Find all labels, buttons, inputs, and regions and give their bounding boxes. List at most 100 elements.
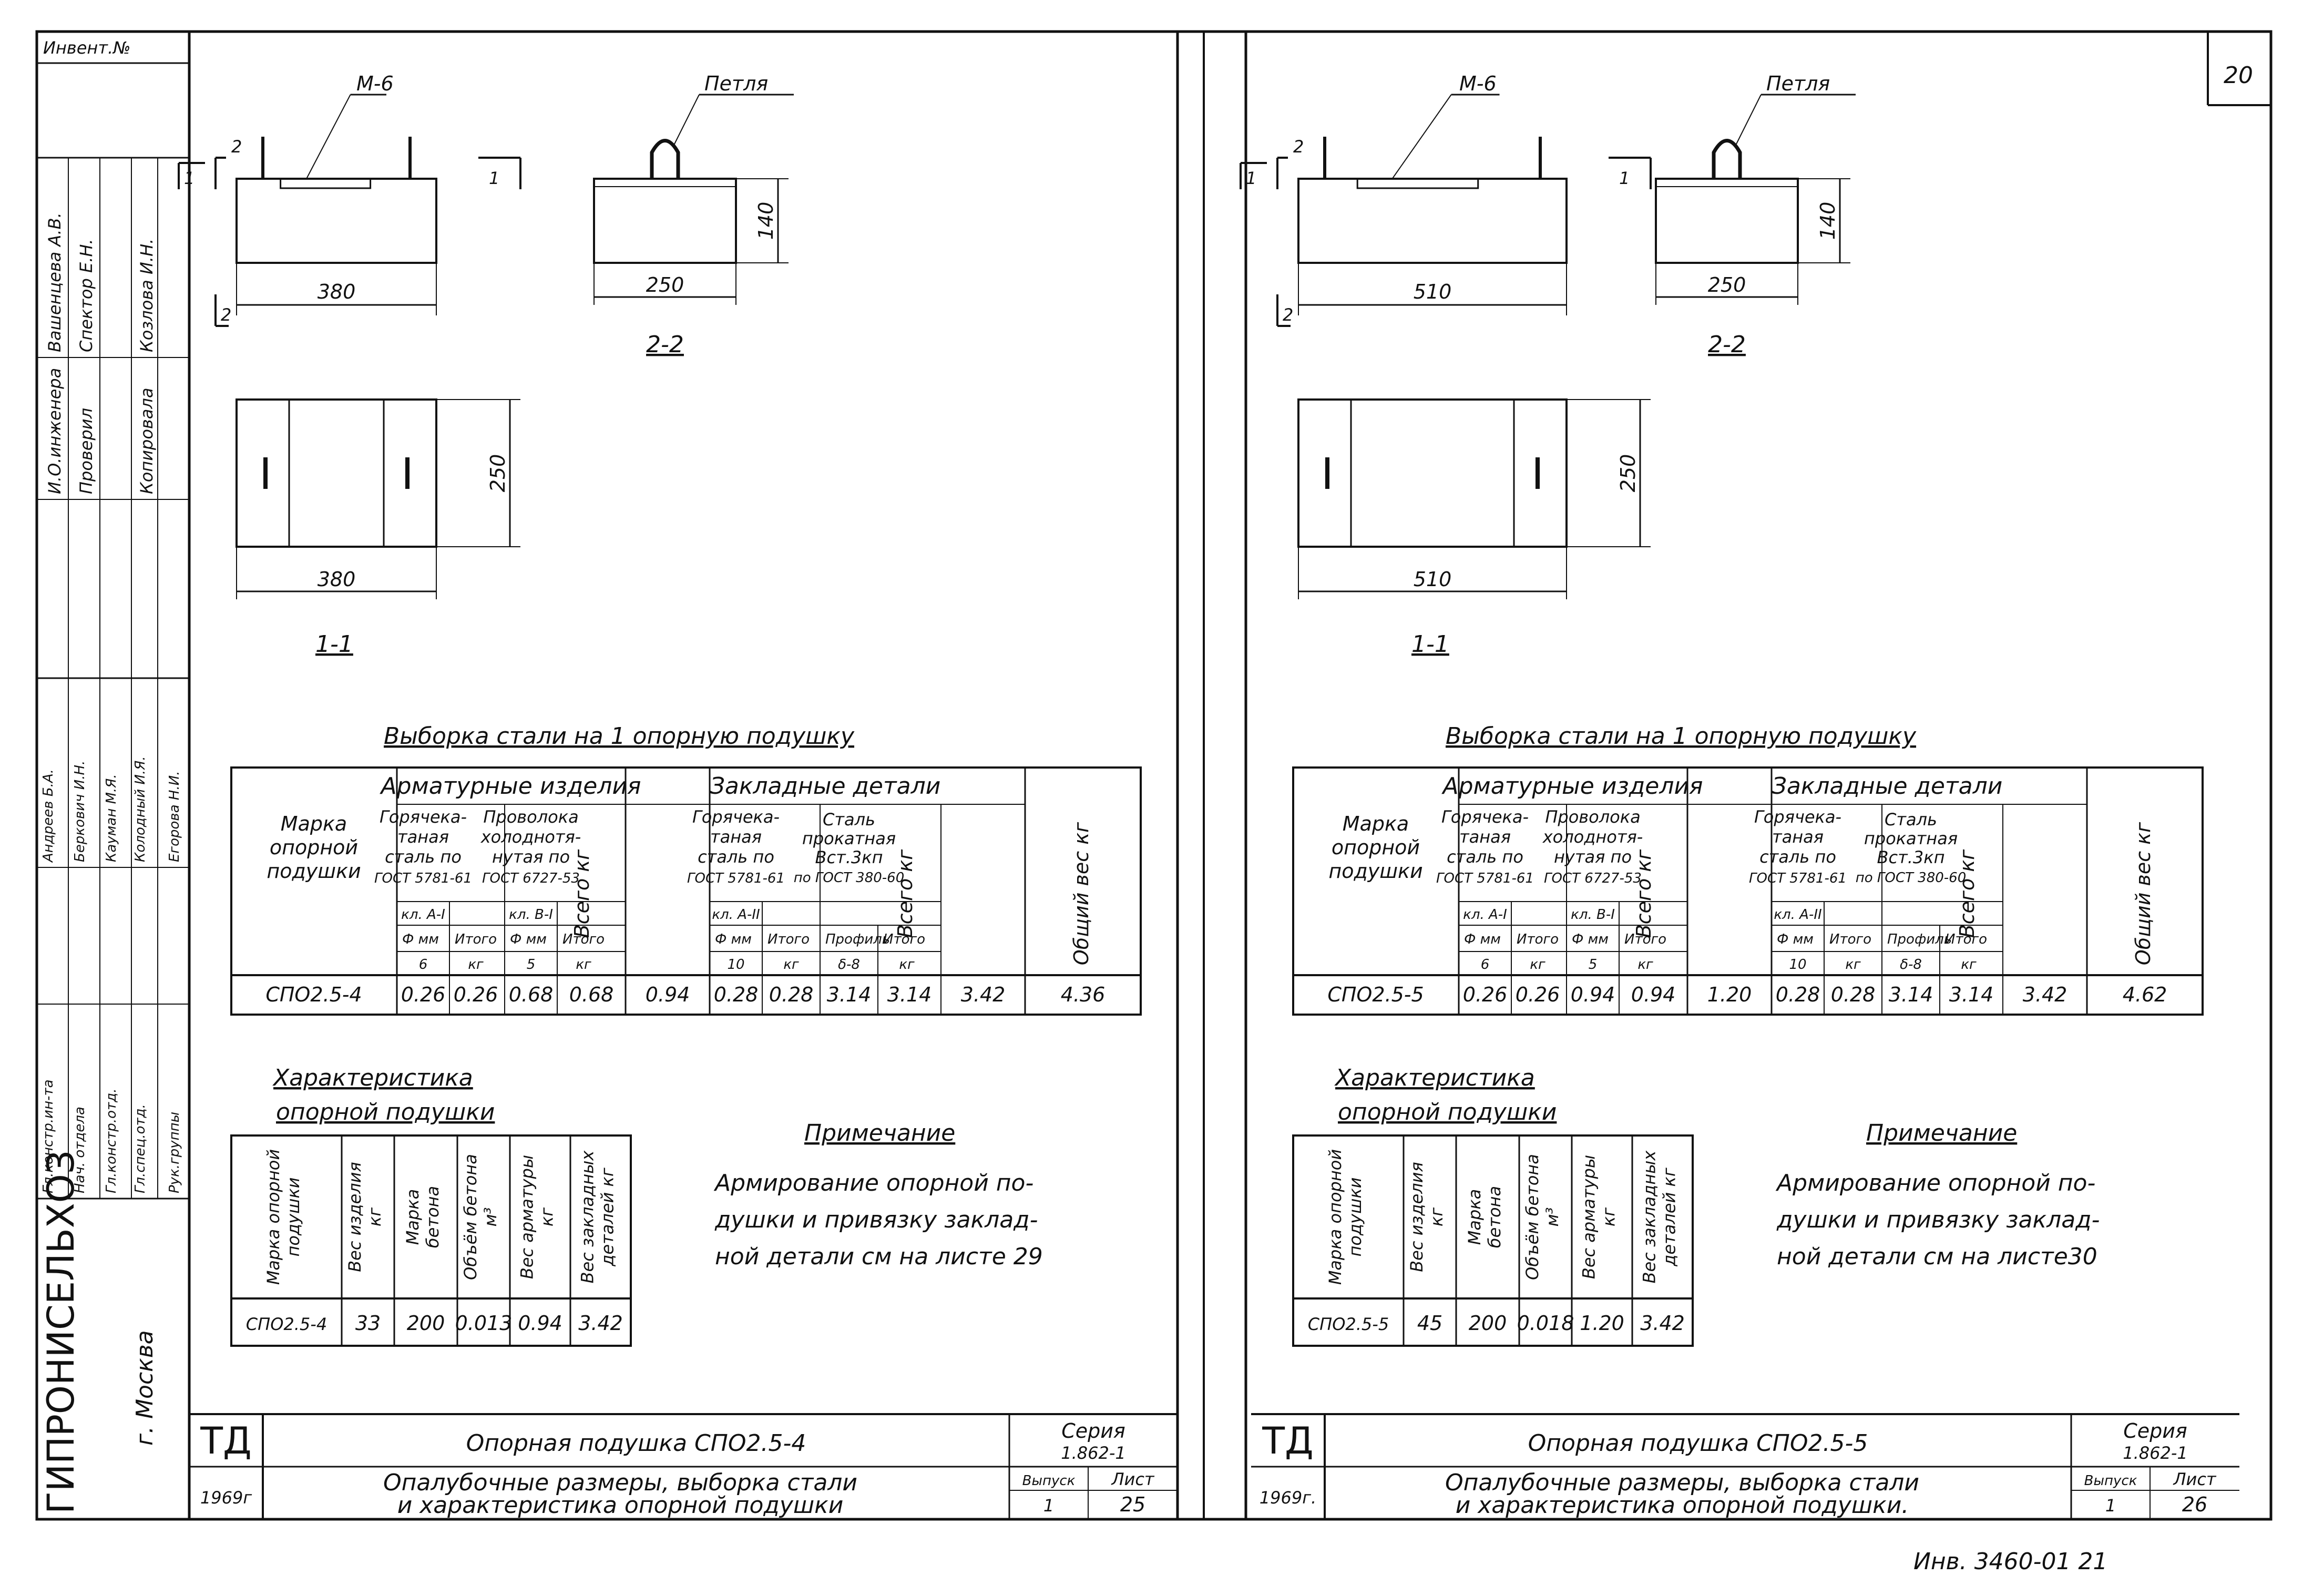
sidebar-name-bottom: Колодный И.Я. [132,756,148,862]
steel-head-sub: Ф мм [402,932,439,947]
steel-row-marka: СПО2.5-5 [1327,983,1424,1006]
steel-head-prov: ГОСТ 6727-53 [1544,871,1642,886]
stamp-td: ТД [1262,1419,1313,1462]
steel-head-sub: Итого [1624,932,1666,947]
steel-row-value: 0.94 [1631,983,1676,1006]
mark-m6-label: М-6 [356,72,394,95]
note-title: Примечание [804,1120,955,1147]
steel-head-sub: Итого [1517,932,1559,947]
steel-head-sub: 6 [419,957,428,973]
steel-head-prov: холоднотя- [1542,827,1643,847]
sidebar-name-bottom: Андреев Б.А. [40,769,56,863]
steel-row-value: 0.68 [509,983,554,1006]
length-dimension: 510 [1414,280,1452,303]
steel-table-frame [230,766,1142,1016]
leader-line [672,94,700,148]
steel-head-sub: Итого [562,932,605,947]
stamp-series: 1.862-1 [2123,1443,2188,1463]
cut-label-2: 2 [231,137,242,157]
steel-row-value: 0.26 [454,983,498,1006]
sidebar-role-bottom: Гл.констр.ин-та [40,1079,56,1193]
sidebar-name-top: Вашенцева А.В. [45,212,65,352]
section-1-1-label: 1-1 [1411,631,1449,658]
steel-head-gor: Горячека- [380,807,467,827]
leader-line [1391,94,1452,179]
steel-head-marka: подушки [267,860,361,883]
stamp-td: ТД [200,1419,251,1462]
char-row-value: 3.42 [1640,1312,1685,1335]
width-dimension: 250 [1708,273,1746,296]
cut-label-1: 1 [1246,168,1256,188]
sidebar-role-bottom: Гл.спец.отд. [132,1104,148,1193]
char-head: кг [537,1208,557,1226]
char-table-frame [230,1134,632,1347]
steel-head-sub: кг [576,957,591,973]
char-title: Характеристика [1334,1065,1535,1091]
char-row-value: 200 [1469,1312,1507,1335]
stamp-year: 1969г [200,1488,252,1508]
inv-label: Инвент.№ [43,38,130,58]
steel-row-value: 3.14 [1949,983,1994,1006]
steel-head-gor2: сталь по [1759,847,1836,867]
height-dimension: 140 [754,202,777,240]
char-head: бетона [423,1186,443,1248]
section-2-2-label: 2-2 [1708,331,1746,358]
leader-line [1734,94,1762,148]
sidebar-name-top: Спектор Е.Н. [76,239,96,352]
steel-head-gor: таная [397,827,449,847]
stamp-vypusk: 1 [2105,1496,2116,1516]
steel-head-class: кл. А-II [712,907,760,923]
steel-head-marka: опорной [1332,836,1420,859]
steel-head-sub: Профиль [1887,932,1952,947]
steel-row-value: 4.36 [1061,983,1106,1006]
char-head: кг [1427,1208,1447,1226]
steel-head-class: кл. В-I [509,907,553,923]
steel-head-sub: кг [783,957,799,973]
steel-table-title: Выборка стали на 1 опорную подушку [384,723,855,750]
height-dimension: 140 [1816,202,1839,240]
steel-head-stal: Сталь [823,810,875,830]
char-head: кг [365,1208,385,1226]
steel-head-gor: сталь по [1447,847,1523,867]
steel-table-frame [1292,766,2204,1016]
sidebar-name-bottom: Егорова Н.И. [167,771,182,862]
cut-label-1: 1 [489,168,499,188]
char-head: подушки [283,1178,303,1257]
steel-head-prov: нутая по [492,847,570,867]
steel-head-prov: ГОСТ 6727-53 [482,871,580,886]
char-head: деталей кг [598,1168,618,1267]
steel-head-vsego: Всего кг [1956,849,1979,938]
steel-row-value: 3.42 [2023,983,2067,1006]
leader-line [306,94,351,179]
steel-head-sub: Ф мм [715,932,752,947]
char-head: Марка опорной [1325,1149,1345,1285]
elevation-view [1297,178,1568,264]
steel-head-sub: 5 [1589,957,1598,973]
sidebar-name-bottom: Беркович И.Н. [72,761,88,862]
char-row-value: 0.013 [455,1312,513,1335]
char-row-value: 0.018 [1517,1312,1574,1335]
steel-head-class: кл. В-I [1571,907,1615,923]
plan-1-1-view [236,398,437,548]
stamp-desc: Опалубочные размеры, выборка стали [1445,1469,1919,1496]
char-row-value: 200 [407,1312,445,1335]
stamp-series-label: Серия [2123,1419,2187,1442]
steel-head-zakl: Закладные детали [1772,773,2003,800]
stamp-vypusk-label: Выпуск [2084,1473,2137,1489]
steel-row-value: 0.28 [769,983,814,1006]
char-head: м³ [480,1208,500,1227]
inventory-note: Инв. 3460-01 21 [1913,1548,2107,1575]
sidebar-role-top: Проверил [76,408,96,494]
char-row-value: 0.94 [518,1312,562,1335]
steel-head-vsego: Всего кг [894,849,917,938]
organization-name: ГИПРОНИСЕЛЬХОЗ [39,1150,83,1514]
stamp-list-label: Лист [1111,1469,1154,1489]
steel-head-sub: 10 [727,957,744,973]
steel-head-gor2: ГОСТ 5781-61 [1749,871,1847,886]
char-row-value: 45 [1417,1312,1442,1335]
steel-head-gor: сталь по [385,847,462,867]
stamp-vypusk: 1 [1043,1496,1054,1516]
steel-head-gor2: Горячека- [1754,807,1841,827]
